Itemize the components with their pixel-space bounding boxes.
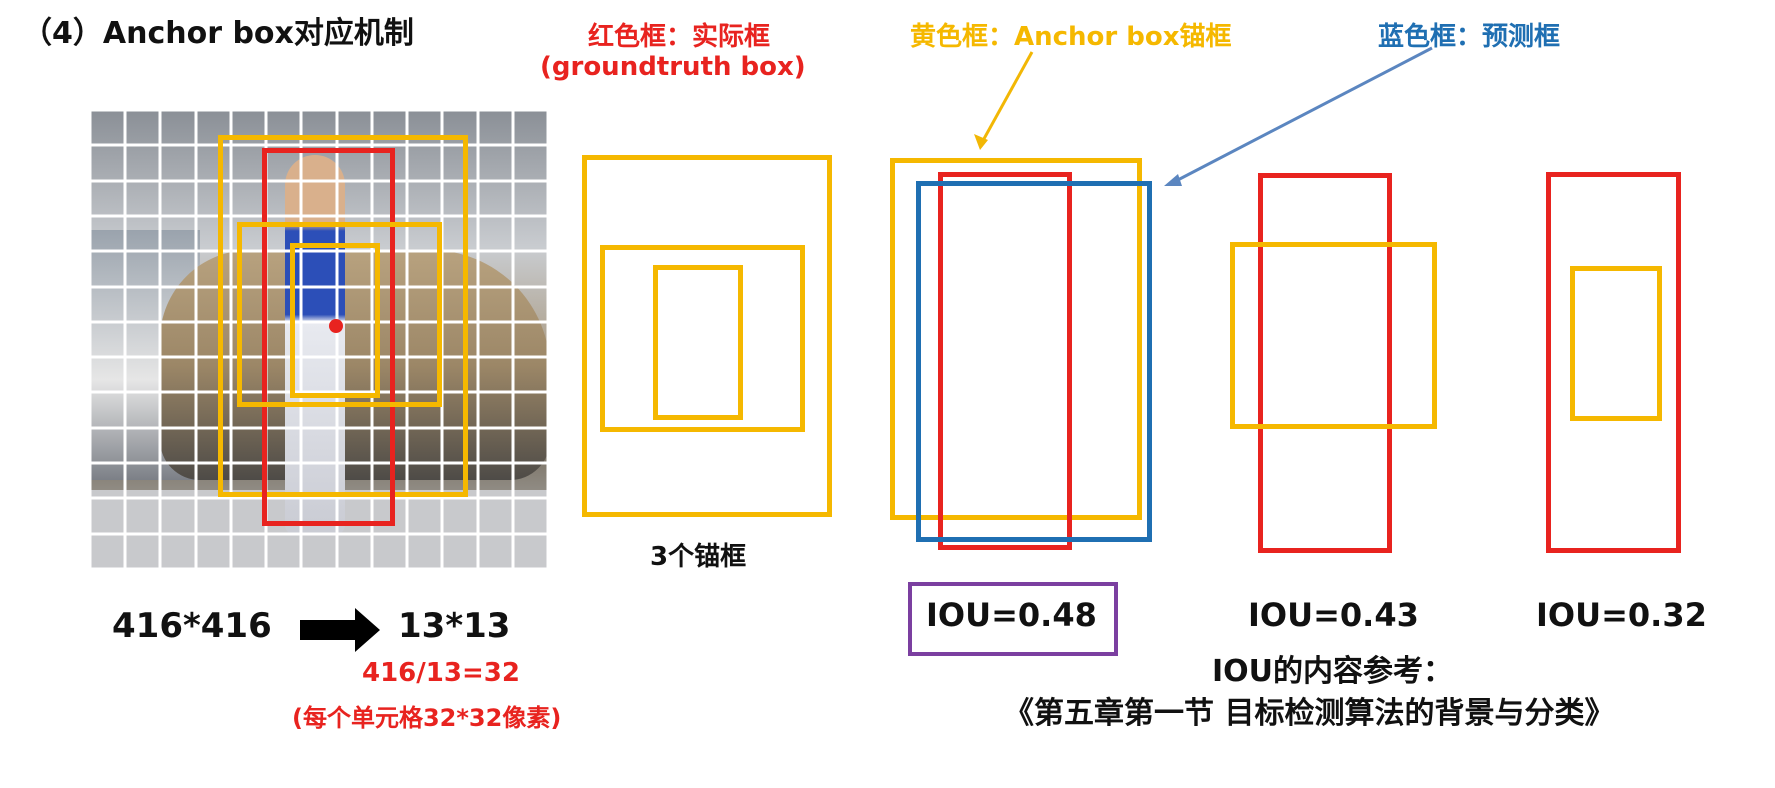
- iou1-highlight-frame: [908, 582, 1118, 656]
- blue-pointer-arrowhead: [1164, 174, 1182, 186]
- legend-blue-label: 蓝色框：预测框: [1378, 22, 1561, 52]
- anchor-box-large: [582, 155, 832, 517]
- iou1-groundtruth-box: [938, 172, 1072, 550]
- legend-yellow-label: 黄色框：Anchor box锚框: [910, 22, 1232, 52]
- input-size-label: 416*416: [112, 606, 272, 646]
- iou1-value: IOU=0.48: [926, 596, 1097, 634]
- photo-person: [285, 155, 345, 535]
- yellow-pointer-arrow: [978, 51, 1034, 147]
- anchors-caption: 3个锚框: [650, 542, 747, 572]
- page-title: （4）Anchor box对应机制: [22, 16, 414, 51]
- iou3-anchor-box: [1570, 266, 1662, 421]
- cell-size-note: (每个单元格32*32像素): [292, 704, 562, 732]
- legend-red-sublabel: (groundtruth box): [540, 52, 806, 82]
- legend-red-label: 红色框：实际框: [588, 22, 771, 52]
- iou3-groundtruth-box: [1546, 172, 1681, 553]
- anchor-box-small: [653, 265, 743, 420]
- iou-reference-line2: 《第五章第一节 目标检测算法的背景与分类》: [1004, 696, 1615, 731]
- photo-anchor-box-small: [290, 243, 380, 398]
- iou2-anchor-box: [1230, 242, 1437, 429]
- iou2-groundtruth-box: [1258, 173, 1392, 553]
- iou1-anchor-box: [890, 158, 1142, 520]
- downsample-arrow: [300, 608, 380, 652]
- anchor-box-medium: [600, 245, 805, 432]
- blue-pointer-arrow: [1171, 46, 1433, 185]
- photo-anchor-box-medium: [237, 222, 442, 407]
- iou1-prediction-box: [916, 181, 1152, 542]
- iou3-value: IOU=0.32: [1536, 596, 1707, 634]
- yellow-pointer-arrowhead: [974, 134, 988, 150]
- photo-groundtruth-box: [262, 148, 395, 526]
- cell-size-calc: 416/13=32: [362, 658, 520, 688]
- photo-anchor-box-large: [218, 135, 468, 497]
- photo-center-point: [329, 319, 343, 333]
- iou-reference-line1: IOU的内容参考：: [1212, 654, 1454, 689]
- output-size-label: 13*13: [398, 606, 511, 646]
- iou2-value: IOU=0.43: [1248, 596, 1419, 634]
- example-photo: [90, 110, 548, 569]
